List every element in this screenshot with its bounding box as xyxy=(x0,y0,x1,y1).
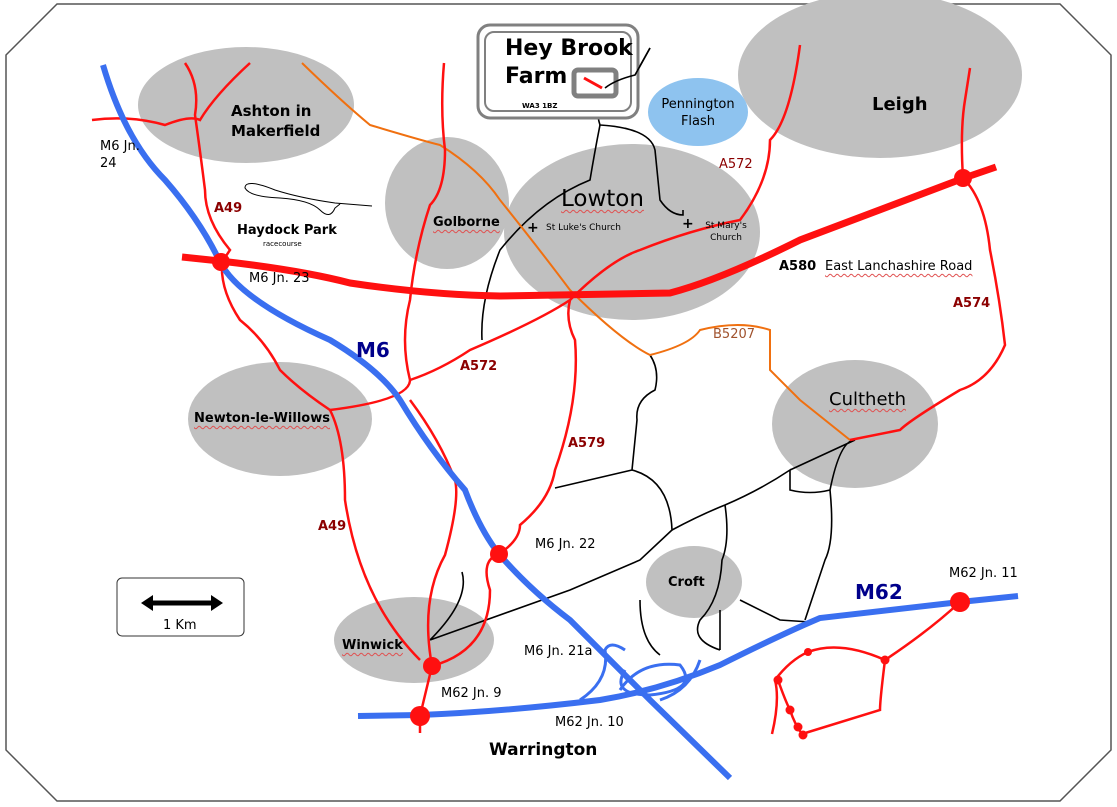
place-haydock-sub: racecourse xyxy=(263,240,302,248)
junction-m62-j9: M62 Jn. 9 xyxy=(441,686,502,701)
farm-lane-icon xyxy=(583,76,603,90)
road-label-a572-west: A572 xyxy=(460,359,498,374)
place-leigh: Leigh xyxy=(872,94,928,115)
junction-m6-j22: M6 Jn. 22 xyxy=(535,537,596,552)
road-name-a580: East Lanchashire Road xyxy=(825,259,973,274)
town-area-cultheth xyxy=(772,360,938,488)
junction-m6-j23: M6 Jn. 23 xyxy=(249,271,310,286)
road-label-a574: A574 xyxy=(953,296,991,311)
place-st-lukes: St Luke's Church xyxy=(546,223,621,233)
junction-markers xyxy=(212,169,972,740)
road-label-b5207: B5207 xyxy=(713,327,756,342)
town-area-winwick xyxy=(334,597,494,683)
scale-box xyxy=(116,577,245,637)
road-label-a572-east: A572 xyxy=(719,157,753,172)
place-croft: Croft xyxy=(668,575,705,590)
road-label-a49-north: A49 xyxy=(214,201,243,216)
place-haydock-park: Haydock Park xyxy=(237,223,337,238)
place-ashton: Ashton in Makerfield xyxy=(231,102,321,140)
place-pennington-flash: Pennington Flash xyxy=(661,97,735,129)
road-label-a49-south: A49 xyxy=(318,519,347,534)
junction-m62-j10: M62 Jn. 10 xyxy=(555,715,624,730)
logo-inner-border xyxy=(484,31,632,112)
junction-m62-j11: M62 Jn. 11 xyxy=(949,566,1018,581)
town-area-golborne xyxy=(385,137,509,269)
place-warrington: Warrington xyxy=(489,740,598,760)
place-cultheth: Cultheth xyxy=(829,389,906,410)
town-area-leigh xyxy=(738,0,1022,158)
m62-motorway xyxy=(357,593,1019,719)
town-area-newton xyxy=(188,362,372,476)
place-lowton: Lowton xyxy=(561,186,644,212)
water-pennington-flash xyxy=(648,78,748,146)
church-icon: + xyxy=(682,216,694,232)
church-icon: + xyxy=(527,220,539,236)
a-roads xyxy=(91,44,1007,736)
town-area-croft xyxy=(646,546,742,618)
logo-postcode: WA3 1BZ xyxy=(522,102,558,110)
logo-title-line1: Hey Brook xyxy=(505,36,633,61)
m6-motorway xyxy=(100,64,733,781)
m6-m62-interchange xyxy=(579,643,702,702)
logo-title-line2: Farm xyxy=(505,64,568,89)
scale-arrow-icon xyxy=(141,595,223,611)
place-winwick: Winwick xyxy=(342,638,403,653)
place-newton: Newton-le-Willows xyxy=(194,411,330,426)
map-frame xyxy=(5,3,1112,802)
place-st-marys: St Mary's Church xyxy=(705,221,747,243)
road-label-a579: A579 xyxy=(568,436,606,451)
b5207-road xyxy=(301,62,851,441)
junction-m6-j24: M6 Jn. 24 xyxy=(100,139,140,171)
scale-label: 1 Km xyxy=(163,618,197,633)
a580-road xyxy=(181,163,998,300)
road-label-m6: M6 xyxy=(356,338,390,362)
road-label-m62: M62 xyxy=(855,580,903,604)
town-area-lowton xyxy=(504,144,760,320)
racecourse-track xyxy=(244,183,373,215)
road-label-a580: A580 xyxy=(779,259,817,274)
junction-m6-j21a: M6 Jn. 21a xyxy=(524,644,593,659)
place-golborne: Golborne xyxy=(433,215,500,230)
farm-track xyxy=(604,47,651,89)
